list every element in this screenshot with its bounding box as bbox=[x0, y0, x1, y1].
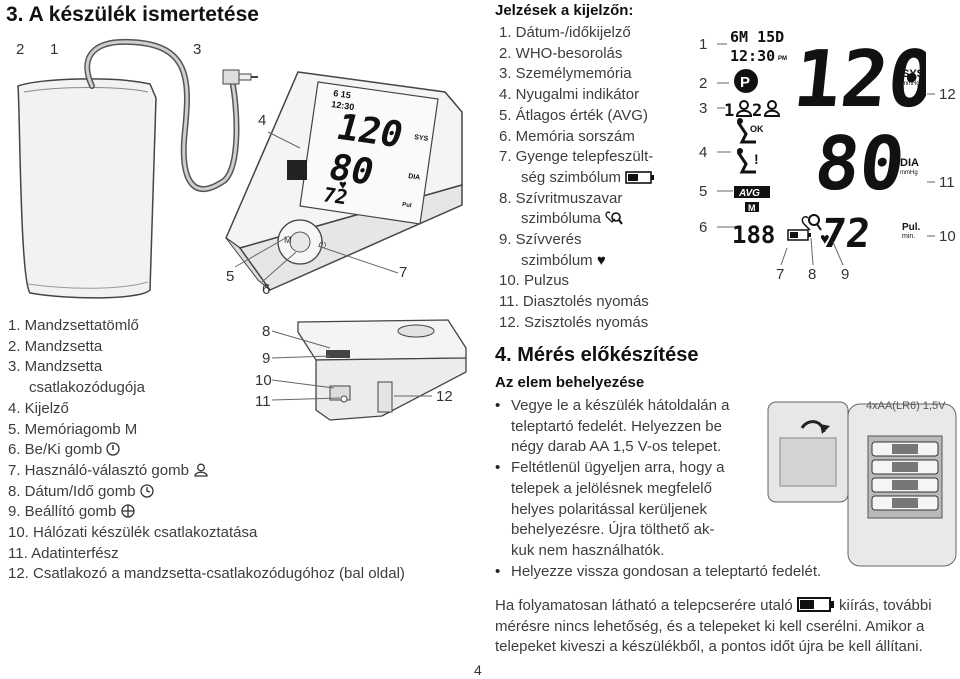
list-item: 7. Használó-választó gomb bbox=[8, 461, 405, 482]
lcd-callout-11: 11 bbox=[939, 174, 955, 191]
lcd-leader-lines bbox=[695, 30, 960, 290]
list-item: 7. Gyenge telepfeszült- bbox=[499, 147, 655, 168]
user-icon bbox=[193, 463, 209, 477]
callout-5: 5 bbox=[226, 268, 234, 285]
list-item: 8. Szívritmuszavar bbox=[499, 189, 655, 210]
list-item: 2. WHO-besorolás bbox=[499, 44, 655, 65]
parts-list: 1. Mandzsettatömlő 2. Mandzsetta 3. Mand… bbox=[8, 316, 405, 585]
lcd-callout-6: 6 bbox=[699, 219, 707, 236]
section-4-title: 4. Mérés előkészítése bbox=[495, 344, 698, 367]
callout-6: 6 bbox=[262, 281, 270, 298]
list-item: 10. Hálózati készülék csatlakoztatása bbox=[8, 523, 405, 544]
clock-icon bbox=[140, 484, 154, 498]
list-item: szimbólum ♥ bbox=[499, 251, 655, 272]
list-item: 12. Csatlakozó a mandzsetta-csatlakozódu… bbox=[8, 564, 405, 585]
power-icon bbox=[106, 442, 120, 456]
list-item: csatlakozódugója bbox=[8, 378, 405, 399]
lcd-callout-2: 2 bbox=[699, 75, 707, 92]
list-item: 6. Memória sorszám bbox=[499, 127, 655, 148]
lcd-callout-4: 4 bbox=[699, 144, 707, 161]
lcd-callout-12: 12 bbox=[939, 86, 956, 103]
callout-3: 3 bbox=[193, 41, 201, 58]
callout-1: 1 bbox=[50, 41, 58, 58]
list-item: 9. Beállító gomb bbox=[8, 502, 405, 523]
cuff-plug bbox=[223, 70, 239, 84]
lcd-callout-9: 9 bbox=[841, 266, 849, 283]
list-item: 4. Kijelző bbox=[8, 399, 405, 420]
battery-instructions: Vegye le a készülék hátoldalán a telepta… bbox=[495, 396, 755, 562]
cuff bbox=[18, 79, 156, 298]
list-item: 1. Mandzsettatömlő bbox=[8, 316, 405, 337]
list-item: 8. Dátum/Idő gomb bbox=[8, 482, 405, 503]
arrhythmia-icon bbox=[605, 210, 623, 226]
lcd-callout-8: 8 bbox=[808, 266, 816, 283]
list-item: 3. Mandzsetta bbox=[8, 357, 405, 378]
battery-note: Ha folyamatosan látható a telepcserére u… bbox=[495, 596, 932, 658]
section-4-subtitle: Az elem behelyezése bbox=[495, 374, 644, 391]
list-item: 4. Nyugalmi indikátor bbox=[499, 85, 655, 106]
list-item: 9. Szívverés bbox=[499, 230, 655, 251]
callout-4: 4 bbox=[258, 112, 266, 129]
device-memory-icon bbox=[287, 160, 307, 180]
section-3-title: 3. A készülék ismertetése bbox=[6, 3, 259, 27]
lcd-callout-10: 10 bbox=[939, 228, 956, 245]
list-item: 11. Adatinterfész bbox=[8, 544, 405, 565]
callout-7: 7 bbox=[399, 264, 407, 281]
list-item: 5. Memóriagomb M bbox=[8, 420, 405, 441]
callout-2: 2 bbox=[16, 41, 24, 58]
list-item: 1. Dátum-/időkijelző bbox=[499, 23, 655, 44]
list-item: ség szimbólum bbox=[499, 168, 655, 189]
display-legend-title: Jelzések a kijelzőn: bbox=[495, 2, 633, 19]
battery-compartment-illustration bbox=[764, 398, 960, 573]
page-number: 4 bbox=[474, 662, 482, 678]
list-item: Feltétlenül ügyeljen arra, hogy a telepe… bbox=[495, 458, 755, 562]
heart-icon: ♥ bbox=[339, 177, 347, 192]
lcd-callout-5: 5 bbox=[699, 183, 707, 200]
low-battery-icon bbox=[625, 171, 655, 184]
heart-icon: ♥ bbox=[597, 252, 606, 269]
list-item: 3. Személymemória bbox=[499, 64, 655, 85]
list-item: 6. Be/Ki gomb bbox=[8, 440, 405, 461]
list-item: 5. Átlagos érték (AVG) bbox=[499, 106, 655, 127]
list-item: 10. Pulzus bbox=[499, 271, 655, 292]
lcd-callout-7: 7 bbox=[776, 266, 784, 283]
list-item: Vegye le a készülék hátoldalán a telepta… bbox=[495, 396, 755, 458]
list-item: szimbóluma bbox=[499, 209, 655, 230]
lcd-callout-1: 1 bbox=[699, 36, 707, 53]
list-item: 12. Szisztolés nyomás bbox=[499, 313, 655, 334]
battery-label: 4xAA(LR6) 1,5V bbox=[866, 400, 945, 412]
list-item: 2. Mandzsetta bbox=[8, 337, 405, 358]
display-legend-list: 1. Dátum-/időkijelző 2. WHO-besorolás 3.… bbox=[499, 23, 655, 334]
callout-12: 12 bbox=[436, 388, 453, 405]
lcd-callout-3: 3 bbox=[699, 100, 707, 117]
low-battery-icon bbox=[797, 597, 835, 612]
list-item: 11. Diasztolés nyomás bbox=[499, 292, 655, 313]
set-icon bbox=[121, 504, 135, 518]
